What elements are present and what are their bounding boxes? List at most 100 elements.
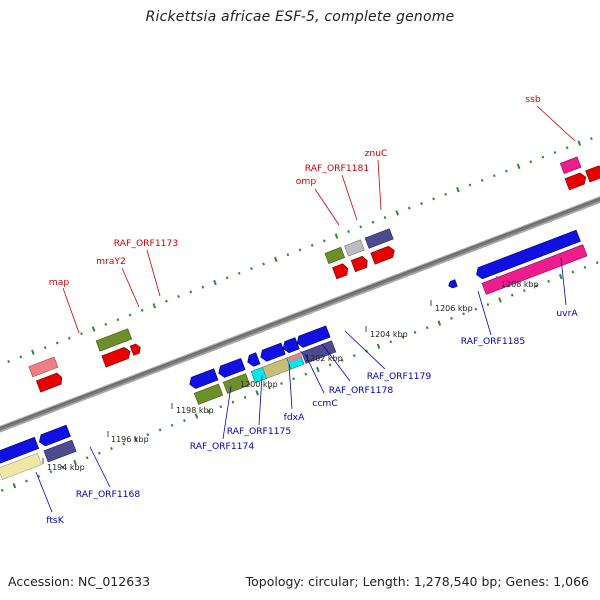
forward-dot-track <box>7 137 593 363</box>
leader-omp <box>314 188 340 226</box>
reverse-track-dot <box>437 320 442 326</box>
leader-raf-orf1178 <box>321 343 351 382</box>
gene-omp-red[interactable] <box>332 263 349 280</box>
gene-ssb-red-2[interactable] <box>585 164 600 183</box>
reverse-track-dot <box>304 372 308 376</box>
gene-mrpL-fwd[interactable] <box>35 372 64 393</box>
reverse-track-dot <box>376 343 381 349</box>
reverse-track-dot <box>268 386 271 390</box>
forward-track-dot <box>577 140 582 146</box>
reverse-track-dot <box>110 447 113 450</box>
tick-label-1202: 1202 kbp <box>305 354 343 363</box>
gene-orf1185-blue[interactable] <box>447 279 458 289</box>
gene-orf1174-olive[interactable] <box>193 383 224 405</box>
gene-mraY2-tail[interactable] <box>129 343 142 356</box>
gene-ccmC-blue[interactable] <box>259 342 286 363</box>
gene-orf1181-grey[interactable] <box>344 239 365 257</box>
reverse-track-dot <box>85 456 89 460</box>
gene-mraY2-olive[interactable] <box>95 328 133 352</box>
label-mraY2: mraY2 <box>96 256 126 267</box>
label-ftsK: ftsK <box>46 515 64 526</box>
genome-axis <box>0 196 600 433</box>
tick-label-1200: 1200 kbp <box>240 380 278 389</box>
labels-fwd: map mraY2 RAF_ORF1173 omp RAF_ORF1181 zn… <box>49 94 541 288</box>
gene-map-pink[interactable] <box>28 356 59 378</box>
leader-raf-orf1185 <box>477 290 492 336</box>
forward-track-dot <box>432 197 435 201</box>
forward-track-dot <box>250 267 253 271</box>
leader-fdxA <box>288 363 293 410</box>
gene-orf1179-blue[interactable] <box>295 325 331 349</box>
gene-mraY2-block[interactable] <box>101 346 132 368</box>
gene-ccmC-pink[interactable] <box>287 352 303 363</box>
reverse-track-dot <box>133 436 138 442</box>
label-map: map <box>49 277 70 288</box>
gene-omp-olive[interactable] <box>324 246 346 265</box>
gene-orf1178-blue[interactable] <box>281 337 300 355</box>
gene-fdxA-blue[interactable] <box>245 352 261 368</box>
gene-znuC-navy[interactable] <box>364 228 394 249</box>
tick-label-1196: 1196 kbp <box>111 435 149 444</box>
reverse-track-dot <box>73 459 77 466</box>
reverse-track-dot <box>474 307 478 311</box>
reverse-track-dot <box>194 413 199 419</box>
leader-uvrA <box>560 257 567 306</box>
forward-track-dot <box>225 276 229 280</box>
reverse-track-dot <box>328 363 332 367</box>
reverse-track-dot <box>49 470 53 474</box>
reverse-track-dot <box>462 312 465 316</box>
reverse-track-dot <box>522 289 526 293</box>
gene-orf1181-red[interactable] <box>350 255 369 273</box>
tick-label-1206: 1206 kbp <box>435 304 473 313</box>
forward-track-dot <box>359 225 363 229</box>
gene-ftsK-cream[interactable] <box>0 452 42 480</box>
forward-track-dot <box>565 146 569 150</box>
label-ssb: ssb <box>525 94 541 105</box>
tick-label-1204: 1204 kbp <box>370 330 408 339</box>
reverse-track-dot <box>583 265 587 269</box>
gene-orf1174-blue[interactable] <box>188 368 219 390</box>
gene-orf1179-navy[interactable] <box>301 340 337 364</box>
label-raf-orf1173: RAF_ORF1173 <box>114 238 179 249</box>
gene-uvrA-blue[interactable] <box>474 229 581 280</box>
forward-track-dot <box>420 202 423 206</box>
gene-ssb-red[interactable] <box>564 172 588 191</box>
forward-track-dot <box>237 271 241 275</box>
reverse-track-dot <box>207 409 210 413</box>
gene-ftsK-blue[interactable] <box>0 436 40 464</box>
forward-track-dot <box>298 248 302 252</box>
forward-track-dot <box>7 360 10 363</box>
label-znuC: znuC <box>365 148 388 159</box>
tick-label-1198: 1198 kbp <box>176 406 214 415</box>
gene-znuC-red[interactable] <box>370 245 397 265</box>
label-fdxA: fdxA <box>284 412 306 423</box>
leader-ccmC <box>304 353 325 394</box>
forward-track-dot <box>67 336 71 340</box>
reverse-track-dot <box>25 479 28 483</box>
reverse-track-dot <box>146 433 150 437</box>
reverse-track-dot <box>316 366 320 373</box>
reverse-track-dot <box>401 335 405 339</box>
gene-orf1175-blue[interactable] <box>217 357 246 378</box>
label-raf-orf1174: RAF_ORF1174 <box>190 441 255 452</box>
reverse-track-dot <box>571 270 575 274</box>
gene-ssb-magenta[interactable] <box>559 156 582 175</box>
gene-uvrA-magenta[interactable] <box>481 244 588 295</box>
reverse-track-dot <box>0 488 4 492</box>
leader-lines-fwd <box>62 105 576 334</box>
reverse-track-dot <box>231 400 235 404</box>
forward-track-dot <box>104 322 108 326</box>
gene-orf1175-olive[interactable] <box>222 373 251 394</box>
reverse-track-dot <box>292 377 295 381</box>
forward-track-dot <box>590 137 593 141</box>
forward-track-dot <box>407 206 411 210</box>
genome-stats-text: Topology: circular; Length: 1,278,540 bp… <box>245 574 589 589</box>
gene-orf1168-blue[interactable] <box>37 424 71 447</box>
forward-track-dot <box>322 239 326 243</box>
reverse-track-dot <box>340 358 344 362</box>
leader-map <box>62 287 80 334</box>
forward-track-dot <box>213 279 217 286</box>
gene-orf1168-navy[interactable] <box>43 439 77 463</box>
reverse-track-dot <box>547 279 550 283</box>
